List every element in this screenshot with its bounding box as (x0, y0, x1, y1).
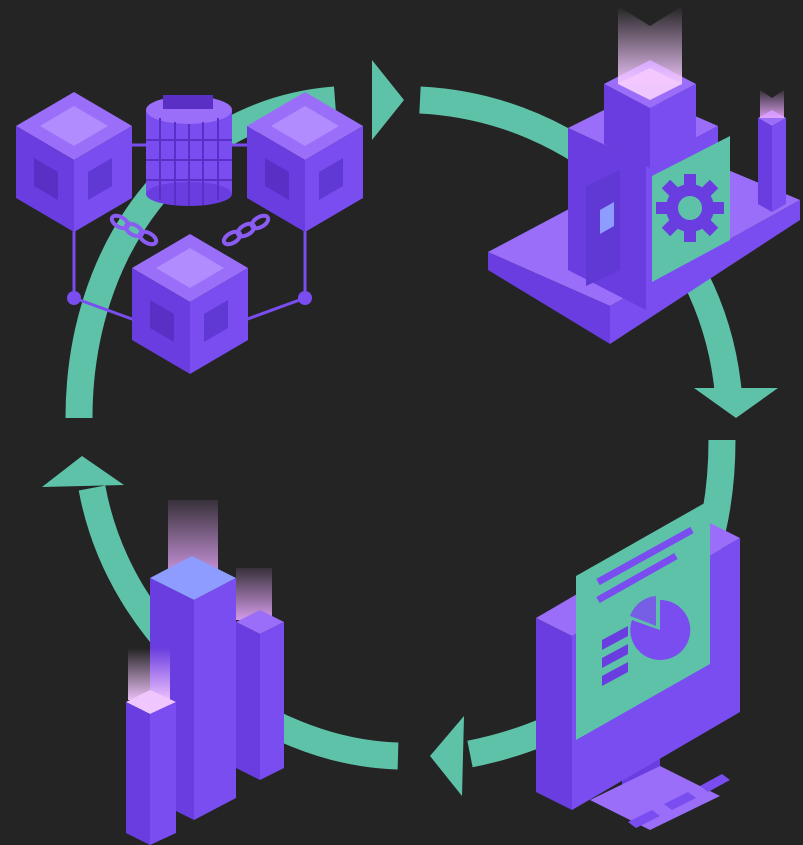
pie-chart-icon (630, 596, 691, 660)
gear-icon (656, 174, 724, 242)
blockchain-network-icon (16, 92, 363, 374)
arrow-head-left (42, 456, 124, 487)
keyboard-icon (628, 774, 730, 828)
block-cube-bottom (132, 234, 248, 374)
block-cube-left (16, 92, 132, 232)
monitor-dashboard-icon (536, 500, 740, 830)
arrow-head-right (694, 388, 778, 418)
block-cube-right (247, 92, 363, 232)
factory-gear-icon (488, 6, 800, 344)
arrow-head-top (372, 60, 404, 140)
database-barrel-icon (146, 95, 232, 206)
arrow-head-bottom (430, 716, 464, 796)
data-towers-icon (126, 500, 284, 845)
arrow-heads (42, 60, 778, 796)
chain-link-icon (109, 213, 271, 247)
